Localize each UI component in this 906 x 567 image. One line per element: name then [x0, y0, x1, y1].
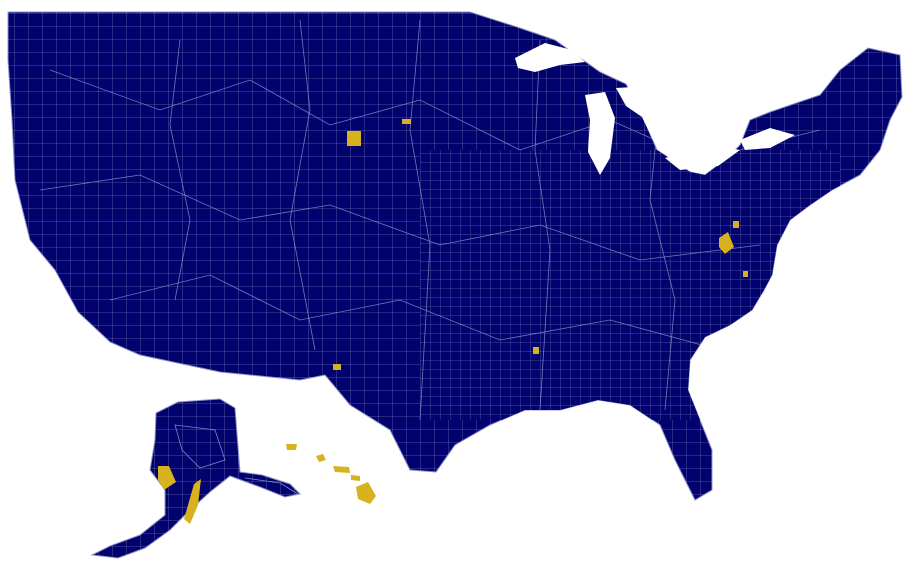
highlight-virginia-north: [733, 221, 739, 228]
highlight-new-mexico: [333, 364, 341, 370]
highlight-alaska-south: [184, 479, 201, 524]
great-lakes: [515, 43, 795, 175]
alaska: [90, 398, 302, 559]
highlight-north-dakota-east: [402, 119, 411, 124]
contiguous-us: [7, 11, 903, 501]
highlight-virginia-south: [743, 271, 748, 277]
highlight-north-dakota-west: [347, 131, 361, 146]
highlight-virginia-central: [719, 232, 734, 254]
highlighted-counties: [158, 119, 748, 524]
hawaii: [286, 444, 376, 504]
highlight-alaska-west: [158, 466, 176, 490]
highlight-mississippi: [533, 347, 539, 354]
